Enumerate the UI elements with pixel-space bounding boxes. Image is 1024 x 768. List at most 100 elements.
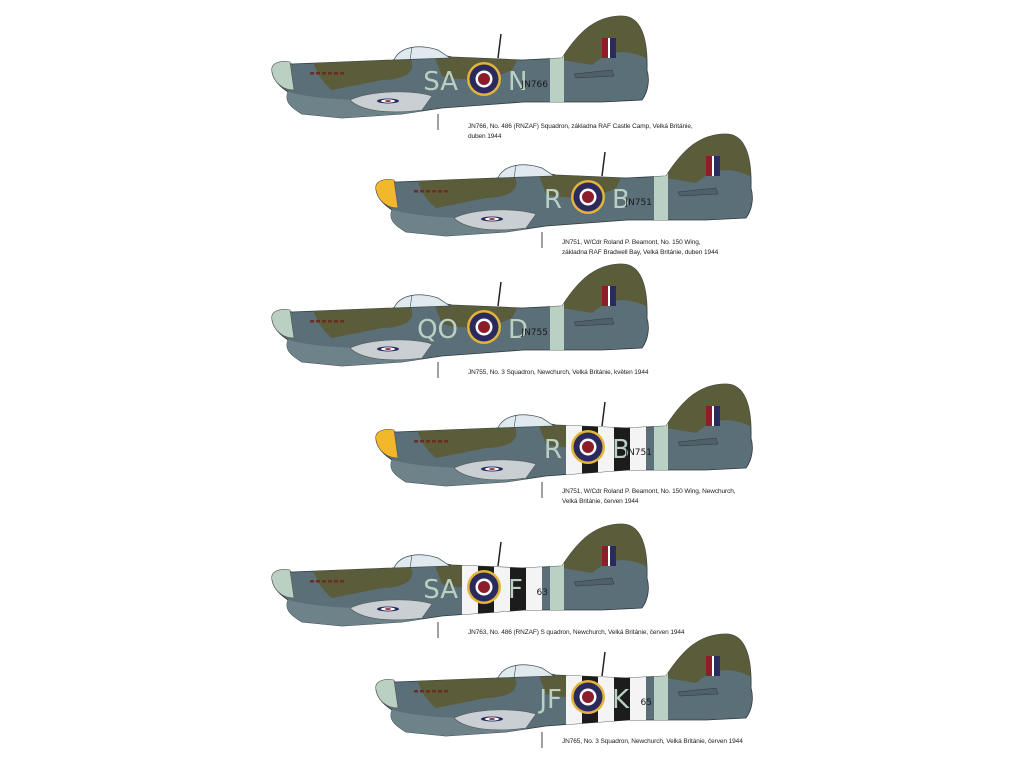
- serial-number: JN755: [520, 328, 548, 338]
- exhaust-stub: [328, 72, 332, 75]
- aerial-mast: [497, 33, 502, 59]
- canopy: [393, 46, 452, 61]
- tailplane: [677, 437, 719, 447]
- roundel-red: [582, 441, 594, 453]
- caption-line: JN763, No. 486 (RNZAF) S quadron, Newchu…: [468, 629, 685, 636]
- invasion-stripe: [510, 558, 526, 626]
- profile-caption: JN751, W/Cdr Roland P. Beamont, No. 150 …: [562, 487, 736, 507]
- fin-flash: [608, 286, 610, 306]
- aerial-mast: [601, 401, 606, 427]
- propeller-spinner: [375, 679, 399, 709]
- exhaust-stub: [310, 580, 314, 583]
- fin-flash: [706, 156, 712, 176]
- canopy-frame: [409, 554, 413, 569]
- canopy-frame: [409, 46, 413, 61]
- sky-band: [654, 418, 668, 476]
- sky-band: [550, 298, 564, 356]
- aerial-mast: [601, 651, 606, 677]
- invasion-stripe: [526, 558, 542, 626]
- exhaust-stub: [322, 580, 326, 583]
- profile-caption: JN763, No. 486 (RNZAF) S quadron, Newchu…: [468, 628, 685, 638]
- canopy: [497, 164, 556, 179]
- propeller-spinner: [375, 179, 399, 209]
- squadron-code: JF: [537, 685, 562, 715]
- fin-flash: [714, 656, 720, 676]
- caption-line: Velká Británie, červen 1944: [562, 498, 639, 505]
- exhaust-stub: [328, 580, 332, 583]
- exhaust-stub: [334, 580, 338, 583]
- fin-flash: [714, 406, 720, 426]
- canopy-frame: [513, 414, 517, 429]
- aircraft-letter: B: [612, 435, 630, 465]
- exhaust-stub: [438, 440, 442, 443]
- roundel-red: [582, 691, 594, 703]
- fin-flash: [712, 406, 714, 426]
- exhaust-stub: [310, 320, 314, 323]
- underwing-roundel: [385, 608, 391, 610]
- sky-band: [654, 168, 668, 226]
- underwing-roundel: [385, 100, 391, 102]
- serial-number: JN751: [624, 198, 652, 208]
- exhaust-stub: [414, 190, 418, 193]
- exhaust-stub: [420, 440, 424, 443]
- fin-flash: [602, 38, 608, 58]
- exhaust-stub: [322, 320, 326, 323]
- fin-flash: [706, 406, 712, 426]
- aerial-mast: [497, 281, 502, 307]
- exhaust-stub: [444, 690, 448, 693]
- exhaust-stub: [444, 440, 448, 443]
- tailplane: [677, 187, 719, 197]
- exhaust-stub: [316, 72, 320, 75]
- caption-line: JN766, No. 486 (RNZAF) Squadron, základn…: [468, 123, 693, 130]
- profile-caption: JN751, W/Cdr Roland P. Beamont, No. 150 …: [562, 238, 718, 258]
- caption-line: základna RAF Bradwell Bay, Velká Británi…: [562, 249, 719, 256]
- exhaust-stub: [432, 190, 436, 193]
- fin-flash: [610, 546, 616, 566]
- exhaust-stub: [414, 690, 418, 693]
- exhaust-stub: [328, 320, 332, 323]
- exhaust-stub: [340, 72, 344, 75]
- exhaust-stub: [438, 190, 442, 193]
- canopy: [393, 294, 452, 309]
- squadron-code: SA: [423, 67, 458, 97]
- fin-flash: [602, 546, 608, 566]
- exhaust-stub: [426, 190, 430, 193]
- exhaust-stub: [432, 690, 436, 693]
- aerial-mast: [601, 151, 606, 177]
- canopy-frame: [513, 664, 517, 679]
- invasion-stripe: [614, 418, 630, 486]
- squadron-code: SA: [423, 575, 458, 605]
- fin-flash: [608, 546, 610, 566]
- sky-band: [654, 668, 668, 726]
- tailplane: [573, 69, 615, 79]
- fin-flash: [712, 156, 714, 176]
- invasion-stripe: [630, 668, 646, 736]
- aircraft-letter: N: [508, 67, 527, 97]
- fin-flash: [714, 156, 720, 176]
- profile-caption: JN766, No. 486 (RNZAF) Squadron, základn…: [468, 122, 693, 142]
- sky-band: [550, 50, 564, 108]
- propeller-spinner: [271, 61, 295, 91]
- canopy-frame: [409, 294, 413, 309]
- profile-caption: JN765, No. 3 Squadron, Newchurch, Velká …: [562, 737, 743, 747]
- serial-number: 63: [537, 588, 548, 598]
- caption-line: JN755, No. 3 Squadron, Newchurch, Velká …: [468, 369, 649, 376]
- fin-flash: [602, 286, 608, 306]
- canopy: [393, 554, 452, 569]
- invasion-stripe: [630, 418, 646, 486]
- exhaust-stub: [310, 72, 314, 75]
- exhaust-stub: [340, 320, 344, 323]
- invasion-stripe: [598, 668, 614, 736]
- underwing-roundel: [489, 468, 495, 470]
- underwing-roundel: [489, 218, 495, 220]
- roundel-red: [478, 321, 490, 333]
